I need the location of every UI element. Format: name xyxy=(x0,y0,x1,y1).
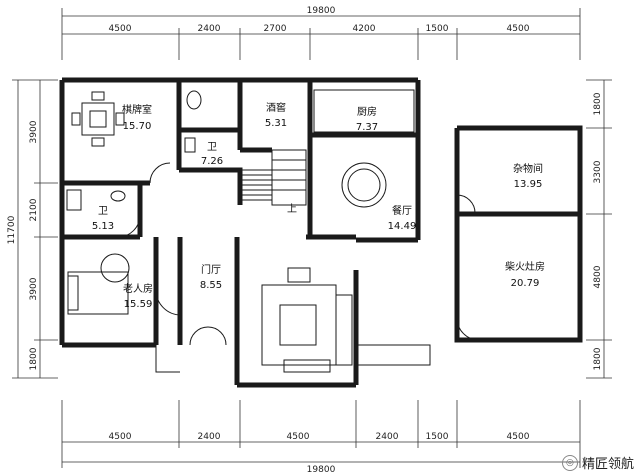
bottom-dimensions: 4500 2400 4500 2400 1500 4500 19800 xyxy=(61,400,581,475)
room-elder-name: 老人房 xyxy=(123,282,153,295)
room-labels: 棋牌室 15.70 卫 7.26 酒窖 5.31 厨房 7.37 餐厅 14.4… xyxy=(92,101,545,310)
room-firewood-name: 柴火灶房 xyxy=(505,260,545,273)
room-storage-area: 13.95 xyxy=(514,179,543,190)
left-dimensions: 11700 3900 2100 3900 1800 xyxy=(7,79,58,379)
watermark: ◎ 精匠领航 xyxy=(561,453,634,472)
room-chess-area: 15.70 xyxy=(123,121,152,132)
dim-left-3: 3900 xyxy=(29,277,39,300)
room-bath2-name: 卫 xyxy=(98,206,108,217)
dim-top-5: 1500 xyxy=(426,24,449,34)
dim-top-6: 4500 xyxy=(507,24,530,34)
dim-left-4: 1800 xyxy=(29,347,39,370)
room-dining-area: 14.49 xyxy=(388,221,417,232)
dim-left-2: 2100 xyxy=(29,198,39,221)
dim-bottom-5: 1500 xyxy=(426,432,449,442)
dim-right-2: 3300 xyxy=(593,160,603,183)
dim-bottom-2: 2400 xyxy=(198,432,221,442)
dim-bottom-1: 4500 xyxy=(109,432,132,442)
dim-total-bottom: 19800 xyxy=(307,465,336,475)
room-storage-name: 杂物间 xyxy=(513,162,543,175)
dim-top-3: 2700 xyxy=(264,24,287,34)
room-wine-area: 5.31 xyxy=(265,118,287,129)
room-bath1-name: 卫 xyxy=(207,142,217,153)
dim-top-1: 4500 xyxy=(109,24,132,34)
furniture xyxy=(66,89,415,373)
porch-steps xyxy=(155,344,431,373)
room-firewood-area: 20.79 xyxy=(511,278,540,289)
watermark-text: 精匠领航 xyxy=(581,457,634,472)
dim-top-4: 4200 xyxy=(353,24,376,34)
room-chess-name: 棋牌室 xyxy=(122,103,152,116)
dim-left-1: 3900 xyxy=(29,120,39,143)
stair-up-label: 上 xyxy=(287,203,297,215)
right-dimensions: 1800 3300 4800 1800 xyxy=(586,79,612,379)
room-dining-name: 餐厅 xyxy=(392,204,412,217)
dim-bottom-3: 4500 xyxy=(287,432,310,442)
room-kitchen-area: 7.37 xyxy=(356,122,378,133)
dim-total-top: 19800 xyxy=(307,6,336,16)
room-wine-name: 酒窖 xyxy=(266,101,286,114)
room-bath1-area: 7.26 xyxy=(201,156,223,167)
top-dimensions: 19800 4500 2400 2700 4200 1500 4500 xyxy=(61,6,581,60)
room-kitchen-name: 厨房 xyxy=(357,105,377,118)
doors xyxy=(117,162,480,346)
dim-top-2: 2400 xyxy=(198,24,221,34)
stairs: 上 xyxy=(240,159,306,215)
room-foyer-name: 门厅 xyxy=(201,263,221,276)
dim-right-4: 1800 xyxy=(593,347,603,370)
room-bath2-area: 5.13 xyxy=(92,221,114,232)
wechat-icon: ◎ xyxy=(561,454,578,471)
room-foyer-area: 8.55 xyxy=(200,280,222,291)
dim-left-total: 11700 xyxy=(7,215,17,244)
dim-bottom-4: 2400 xyxy=(376,432,399,442)
dim-bottom-6: 4500 xyxy=(507,432,530,442)
room-elder-area: 15.59 xyxy=(124,299,153,310)
dim-right-1: 1800 xyxy=(593,92,603,115)
dim-right-3: 4800 xyxy=(593,265,603,288)
